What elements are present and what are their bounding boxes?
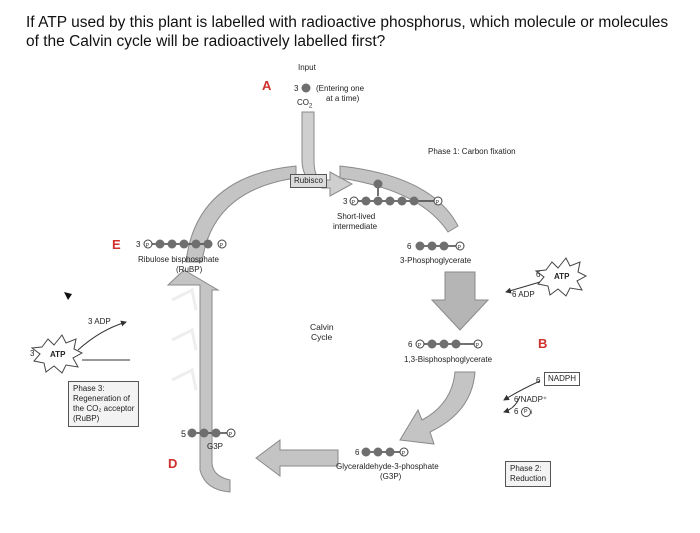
atp-burst-left — [30, 334, 84, 374]
input-co2: CO2 — [297, 98, 312, 112]
adp-left-label: 3 ADP — [88, 317, 111, 326]
intermediate-label-2: intermediate — [333, 222, 378, 231]
rubp-chain: P P — [143, 239, 227, 249]
intermediate-chain: P P — [349, 179, 443, 206]
cycle-arrow-top-right — [339, 165, 459, 233]
svg-text:P: P — [352, 200, 356, 206]
atp-right-count: 6 — [536, 270, 541, 279]
cycle-arrow-right-lower — [399, 371, 476, 445]
svg-text:P: P — [229, 432, 233, 438]
phase2-line2: Reduction — [510, 474, 547, 483]
nadph-count: 6 — [536, 376, 541, 385]
bpg-label: 1,3-Bisphosphoglycerate — [404, 355, 493, 364]
pga-count: 6 — [407, 242, 412, 251]
pga-chain: P — [415, 241, 465, 251]
cycle-arrow-top — [185, 165, 297, 263]
rubp-count: 3 — [136, 240, 141, 249]
nadph-box: NADPH — [544, 372, 581, 386]
phase1-label: Phase 1: Carbon fixation — [428, 147, 516, 156]
rubisco-enzyme: Rubisco — [290, 174, 327, 188]
adp-right-label: 6 ADP — [512, 290, 535, 299]
phase3-line2: Regeneration of — [73, 394, 130, 403]
bpg-count: 6 — [408, 340, 413, 349]
letter-d: D — [168, 456, 178, 471]
pi-count: 6 — [514, 407, 519, 417]
rubp-label-1: Ribulose bisphosphate — [138, 255, 219, 264]
pi-icon: P — [520, 407, 531, 417]
cycle-name-1: Calvin — [310, 322, 334, 332]
input-count: 3 — [294, 84, 299, 93]
phase3-line4: (RuBP) — [73, 414, 100, 423]
atp-right-label: ATP — [554, 272, 570, 281]
svg-text:P: P — [476, 343, 480, 349]
svg-text:P: P — [436, 200, 440, 206]
atp-burst-right — [534, 257, 588, 297]
phase3-box: Phase 3: Regeneration of the CO₂ accepto… — [68, 381, 140, 427]
phase3-line3: the CO₂ acceptor — [73, 404, 135, 413]
co2-text: CO — [297, 98, 309, 107]
atp-left-count: 3 — [30, 349, 35, 358]
phase3-line1: Phase 3: — [73, 384, 105, 393]
g3p-label-2: (G3P) — [380, 472, 402, 481]
atp-left-label: ATP — [50, 350, 66, 359]
cycle-name-2: Cycle — [311, 332, 333, 342]
bpg-chain: P P — [415, 339, 483, 349]
cycle-arrow-bottom — [255, 439, 339, 477]
svg-text:P: P — [458, 245, 462, 251]
rubp-label-2: (RuBP) — [176, 265, 203, 274]
svg-text:P: P — [220, 243, 224, 249]
g3p5-label: G3P — [207, 442, 224, 451]
letter-b: B — [538, 336, 548, 351]
input-title: Input — [298, 63, 316, 72]
input-at-a-time: at a time) — [326, 94, 360, 103]
intermediate-count: 3 — [343, 197, 348, 206]
svg-text:P: P — [418, 343, 422, 349]
svg-text:P: P — [146, 243, 150, 249]
phase2-line1: Phase 2: — [510, 464, 542, 473]
letter-e: E — [112, 237, 121, 252]
input-entering: (Entering one — [316, 84, 365, 93]
svg-text:P: P — [402, 451, 406, 457]
question-text: If ATP used by this plant is labelled wi… — [26, 14, 669, 50]
g3p5-chain: P — [187, 428, 236, 438]
g3p5-count: 5 — [181, 429, 187, 439]
letter-a: A — [262, 78, 272, 93]
co2-sub: 2 — [309, 103, 313, 110]
cycle-arrow-right-down — [430, 271, 490, 331]
intermediate-label-1: Short-lived — [337, 212, 376, 221]
g3p-count: 6 — [355, 448, 360, 457]
nadp-label: 6 NADP⁺ — [514, 395, 548, 404]
g3p-chain: P — [361, 447, 409, 457]
phase2-box: Phase 2: Reduction — [505, 461, 552, 487]
g3p-label-1: Glyceraldehyde-3-phosphate — [336, 462, 439, 471]
cycle-arrow-left — [166, 269, 231, 493]
pga-label: 3-Phosphoglycerate — [400, 256, 472, 265]
